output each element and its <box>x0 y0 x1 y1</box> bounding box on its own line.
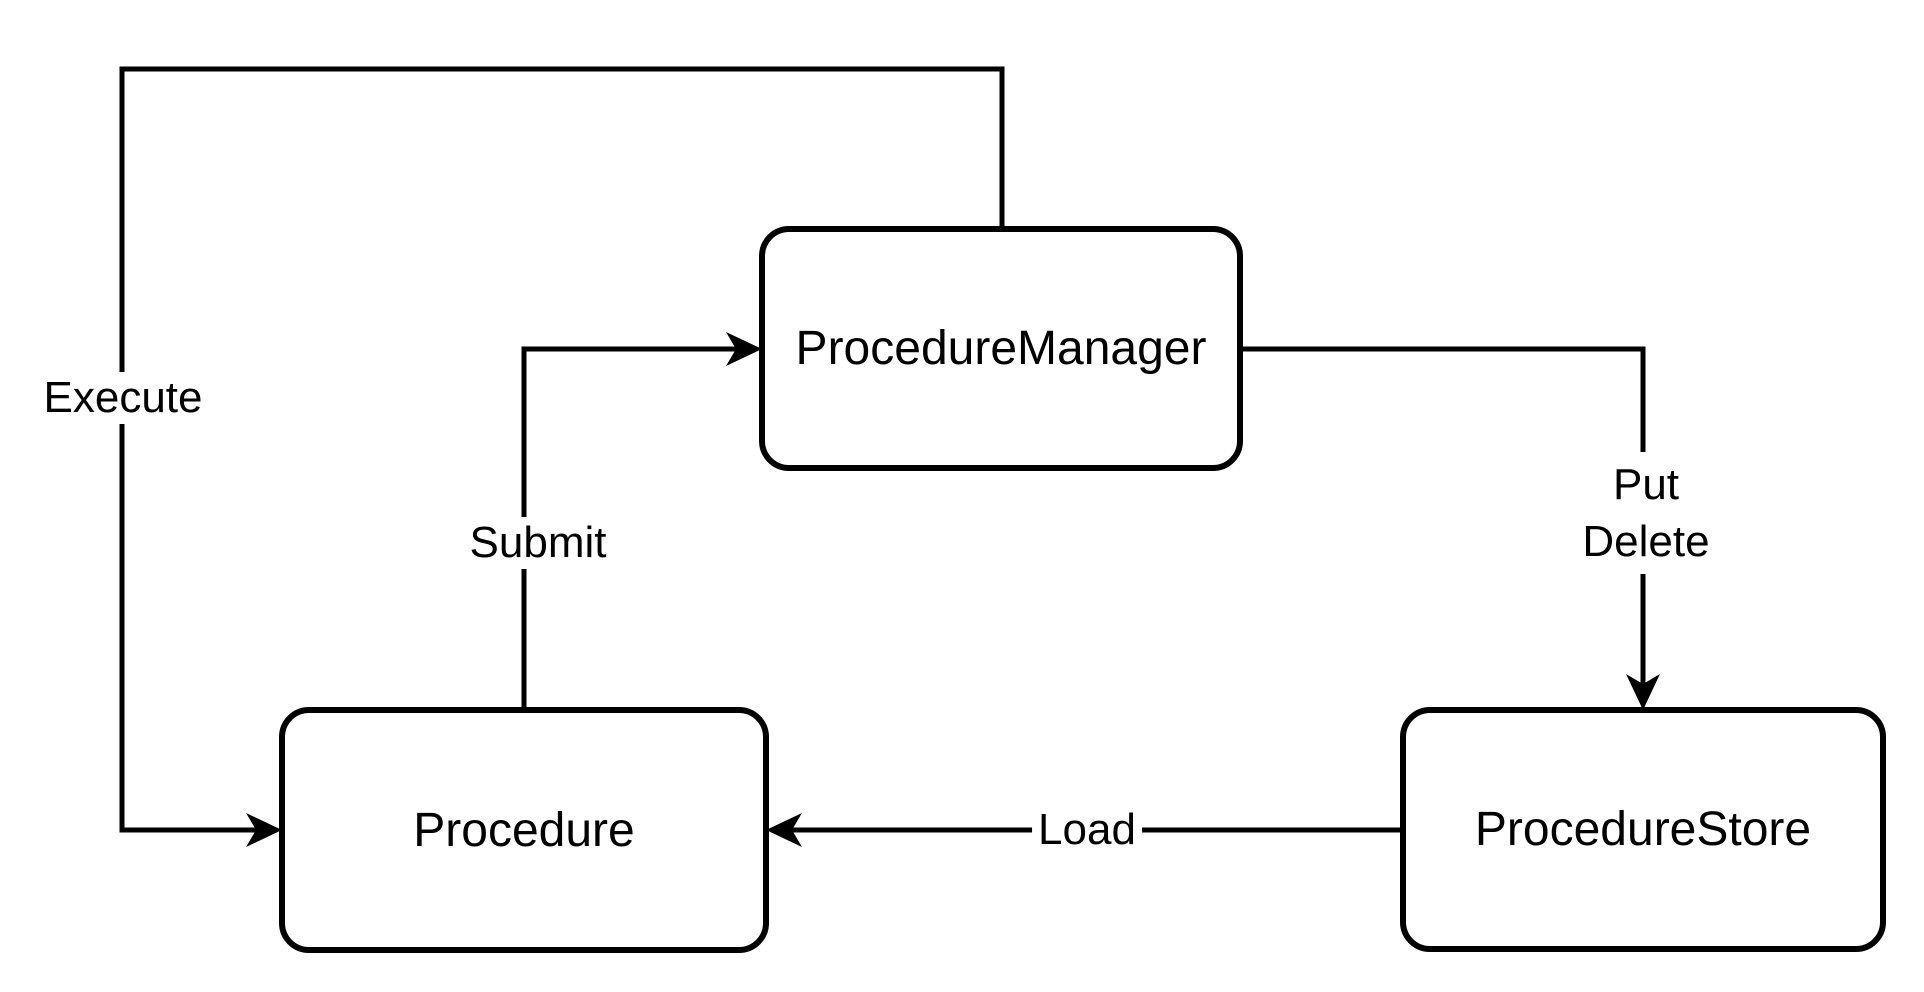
node-procedure-label: Procedure <box>413 803 635 857</box>
node-procedure-store: ProcedureStore <box>1400 707 1886 952</box>
execute-connector <box>119 66 1005 833</box>
node-procedure-manager: ProcedureManager <box>759 226 1243 471</box>
edge-label-put: Put <box>1612 460 1680 509</box>
put-delete-arrowhead-icon <box>1626 674 1660 710</box>
submit-arrowhead-icon <box>726 332 762 366</box>
edge-label-put-delete: Put Delete <box>1572 452 1720 574</box>
edge-label-delete: Delete <box>1582 517 1710 566</box>
edge-label-submit: Submit <box>463 517 613 569</box>
node-procedure-store-label: ProcedureStore <box>1474 803 1812 856</box>
node-procedure-manager-label: ProcedureManager <box>795 322 1207 375</box>
node-procedure: Procedure <box>279 707 769 953</box>
edge-label-execute: Execute <box>37 372 209 424</box>
load-arrowhead-icon <box>766 813 802 847</box>
edge-label-load: Load <box>1032 804 1142 856</box>
execute-arrowhead-icon <box>246 813 282 847</box>
submit-connector <box>521 346 738 710</box>
